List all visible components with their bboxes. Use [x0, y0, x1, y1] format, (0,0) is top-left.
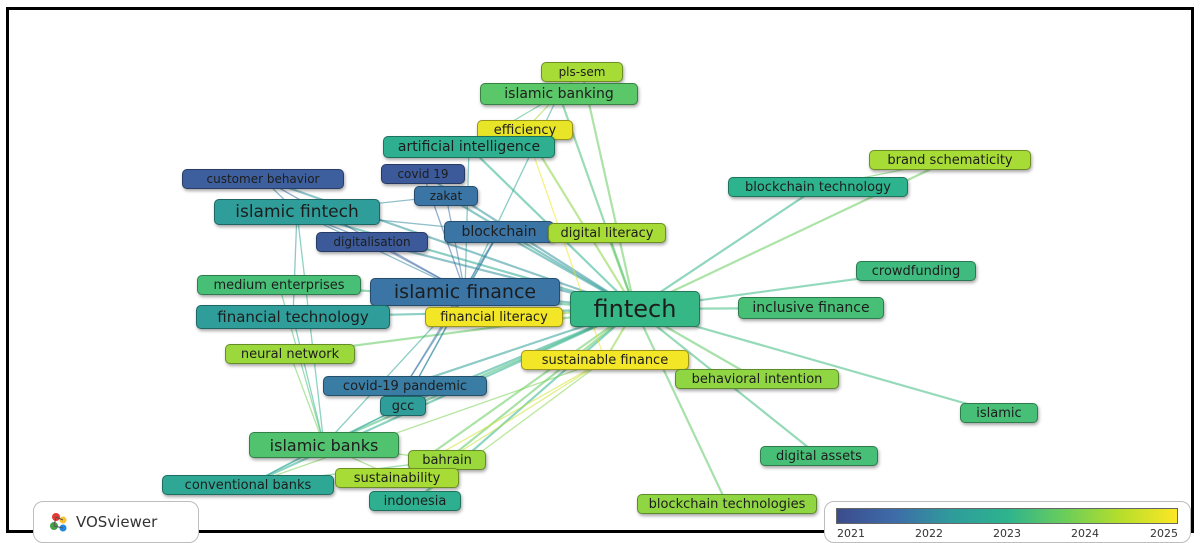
edge-fintech-blockchain-technologies — [634, 308, 728, 505]
legend-tick-2021: 2021 — [837, 527, 865, 540]
node-covid-19-pandemic[interactable]: covid-19 pandemic — [323, 376, 487, 396]
node-islamic-finance[interactable]: islamic finance — [370, 278, 560, 306]
vosviewer-logo-text: VOSviewer — [76, 513, 158, 531]
node-blockchain-technologies[interactable]: blockchain technologies — [637, 494, 817, 514]
node-sustainability[interactable]: sustainability — [335, 468, 459, 488]
node-efficiency[interactable]: efficiency — [477, 120, 573, 140]
node-financial-technology[interactable]: financial technology — [196, 305, 390, 329]
node-bahrain[interactable]: bahrain — [408, 450, 486, 470]
vosviewer-logo[interactable]: VOSviewer — [33, 501, 199, 543]
legend-tick-2023: 2023 — [993, 527, 1021, 540]
node-customer-behavior[interactable]: customer behavior — [182, 169, 344, 189]
node-gcc[interactable]: gcc — [380, 396, 426, 416]
edge-islamic-banks-financial-technology — [292, 316, 325, 446]
node-artificial-intelligence[interactable]: artificial intelligence — [383, 136, 555, 158]
edge-islamic-finance-artificial-intelligence — [464, 146, 470, 293]
node-covid-19[interactable]: covid 19 — [381, 164, 465, 184]
node-brand-schematicity[interactable]: brand schematicity — [869, 150, 1031, 170]
node-digital-assets[interactable]: digital assets — [760, 446, 878, 466]
legend-tick-2024: 2024 — [1071, 527, 1099, 540]
node-crowdfunding[interactable]: crowdfunding — [856, 261, 976, 281]
node-digital-literacy[interactable]: digital literacy — [548, 223, 666, 243]
legend-tick-2022: 2022 — [915, 527, 943, 540]
edge-fintech-blockchain-technology — [634, 186, 819, 310]
node-neural-network[interactable]: neural network — [225, 344, 355, 364]
legend-gradient-bar — [836, 508, 1178, 524]
node-blockchain[interactable]: blockchain — [444, 221, 554, 243]
node-inclusive-finance[interactable]: inclusive finance — [738, 297, 884, 319]
node-blockchain-technology[interactable]: blockchain technology — [728, 177, 908, 197]
node-conventional-banks[interactable]: conventional banks — [162, 475, 334, 495]
node-islamic-banks[interactable]: islamic banks — [249, 432, 399, 458]
node-sustainable-finance[interactable]: sustainable finance — [521, 350, 689, 370]
node-behavioral-intention[interactable]: behavioral intention — [675, 369, 839, 389]
node-zakat[interactable]: zakat — [414, 186, 478, 206]
node-pls-sem[interactable]: pls-sem — [541, 62, 623, 82]
node-financial-literacy[interactable]: financial literacy — [425, 307, 563, 327]
year-color-legend: 2021 2022 2023 2024 2025 — [824, 501, 1191, 543]
node-fintech[interactable]: fintech — [570, 291, 700, 327]
edge-conventional-banks-sustainable-finance — [247, 359, 606, 486]
node-medium-enterprises[interactable]: medium enterprises — [197, 275, 361, 295]
edge-islamic-fintech-financial-technology — [292, 211, 298, 318]
vosviewer-logo-icon — [50, 513, 67, 532]
edge-fintech-pls-sem — [580, 71, 637, 310]
edge-fintech-efficiency — [524, 129, 636, 310]
node-islamic-fintech[interactable]: islamic fintech — [214, 199, 380, 225]
edge-fintech-bahrain — [446, 308, 636, 461]
edge-bahrain-sustainable-finance — [446, 359, 606, 461]
edge-neural-network-islamic-banks — [289, 353, 325, 446]
node-indonesia[interactable]: indonesia — [369, 491, 461, 511]
legend-tick-2025: 2025 — [1150, 527, 1178, 540]
node-islamic[interactable]: islamic — [960, 403, 1038, 423]
node-islamic-banking[interactable]: islamic banking — [480, 83, 638, 105]
node-digitalisation[interactable]: digitalisation — [316, 232, 428, 252]
edge-fintech-sustainability — [396, 308, 636, 479]
edge-islamic-finance-zakat — [445, 195, 466, 293]
